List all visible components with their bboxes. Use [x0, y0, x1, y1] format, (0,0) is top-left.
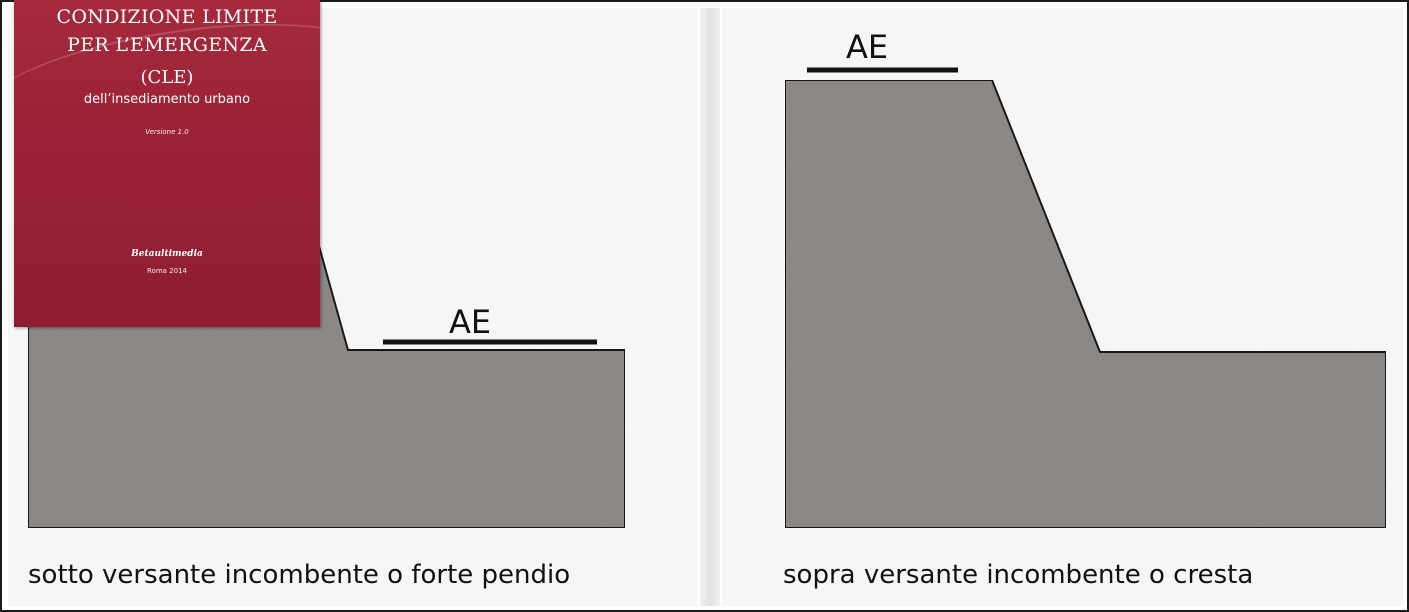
cover-publisher: Betaultimedia	[131, 249, 203, 259]
cover-place-year: Roma 2014	[147, 267, 187, 275]
cover-title-line2: PER L’EMERGENZA	[67, 34, 267, 56]
cover-subtitle: dell’insediamento urbano	[83, 92, 251, 107]
caption-left: sotto versante incombente o forte pendio	[28, 560, 571, 590]
book-cover: CONDIZIONE LIMITE PER L’EMERGENZA (CLE) …	[14, 0, 320, 327]
cover-title-line1: CONDIZIONE LIMITE	[56, 6, 278, 28]
caption-right: sopra versante incombente o cresta	[783, 560, 1254, 590]
terrain-crest-right	[784, 79, 1387, 529]
cover-acronym: (CLE)	[140, 67, 194, 88]
ae-label-right: AE	[846, 28, 888, 66]
cover-swoosh	[14, 1, 320, 181]
ae-label-left: AE	[449, 303, 491, 341]
page-gutter	[700, 8, 720, 606]
cover-version: Versione 1.0	[145, 128, 189, 136]
